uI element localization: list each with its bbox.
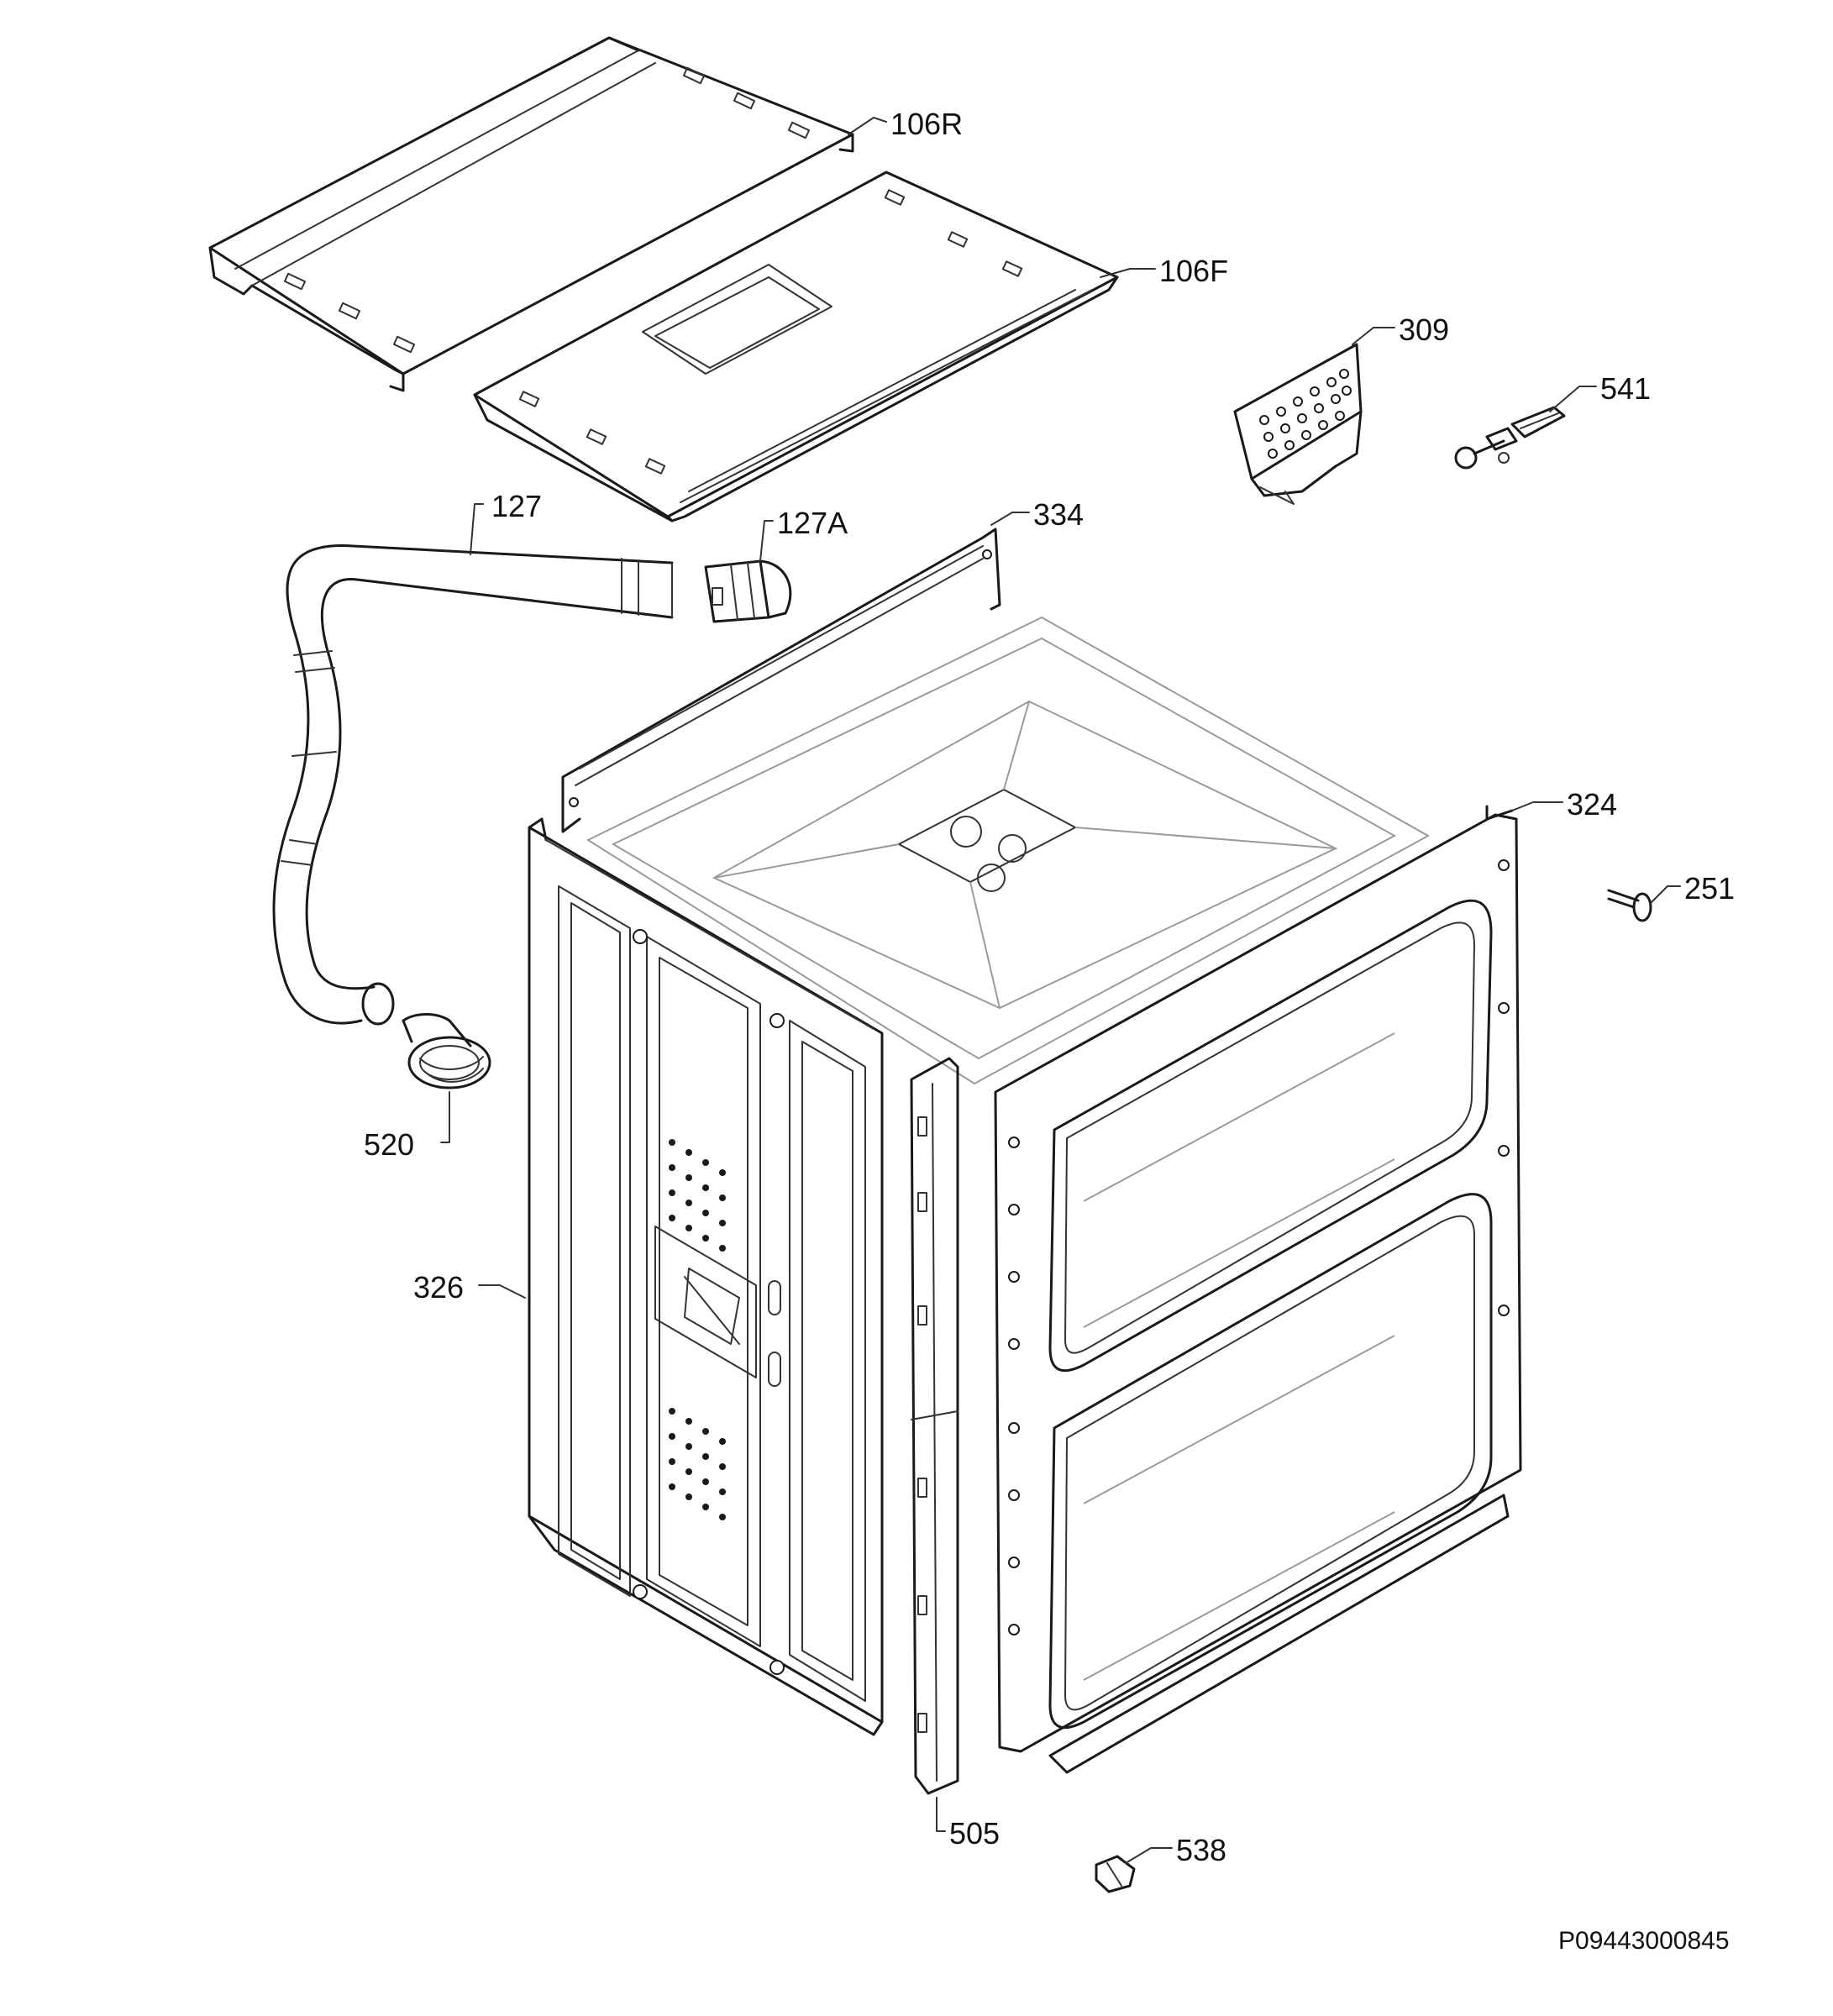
label-334: 334 <box>1033 497 1084 532</box>
label-326: 326 <box>413 1270 464 1305</box>
label-505: 505 <box>949 1816 1000 1851</box>
part-334-rear-strip <box>561 528 1001 833</box>
label-520: 520 <box>364 1127 414 1162</box>
part-251-screw <box>1607 889 1652 922</box>
part-541-latch <box>1454 406 1566 470</box>
label-127: 127 <box>491 489 542 523</box>
label-127a: 127A <box>777 506 848 540</box>
part-324-front-frame <box>994 805 1522 1774</box>
part-538-clip <box>1095 1855 1136 1893</box>
leader-lines <box>440 117 1681 1864</box>
label-541: 541 <box>1600 371 1651 406</box>
drawing-code: P09443000845 <box>1558 1927 1730 1955</box>
label-309: 309 <box>1399 312 1449 347</box>
grille-holes <box>1259 369 1352 459</box>
part-326-side-panel <box>528 817 884 1736</box>
part-106r-rear-top-cover <box>208 36 854 392</box>
part-520-outlet-fitting <box>402 1013 491 1089</box>
part-106f-front-top-cover <box>473 171 1119 522</box>
part-309-vent-grille <box>1233 343 1363 505</box>
part-127a-connector <box>704 559 792 623</box>
side-panel-vent-holes <box>669 1139 726 1520</box>
part-127-hose <box>272 544 674 1026</box>
label-106r: 106R <box>890 107 963 141</box>
part-labels: 106R 106F 309 541 127 127A 334 324 251 5… <box>364 107 1735 1955</box>
part-505-front-strip <box>910 1057 959 1795</box>
label-251: 251 <box>1684 871 1735 906</box>
oven-cavity-top <box>586 616 1431 1085</box>
label-106f: 106F <box>1159 254 1228 288</box>
label-538: 538 <box>1176 1833 1226 1867</box>
label-324: 324 <box>1567 787 1617 822</box>
